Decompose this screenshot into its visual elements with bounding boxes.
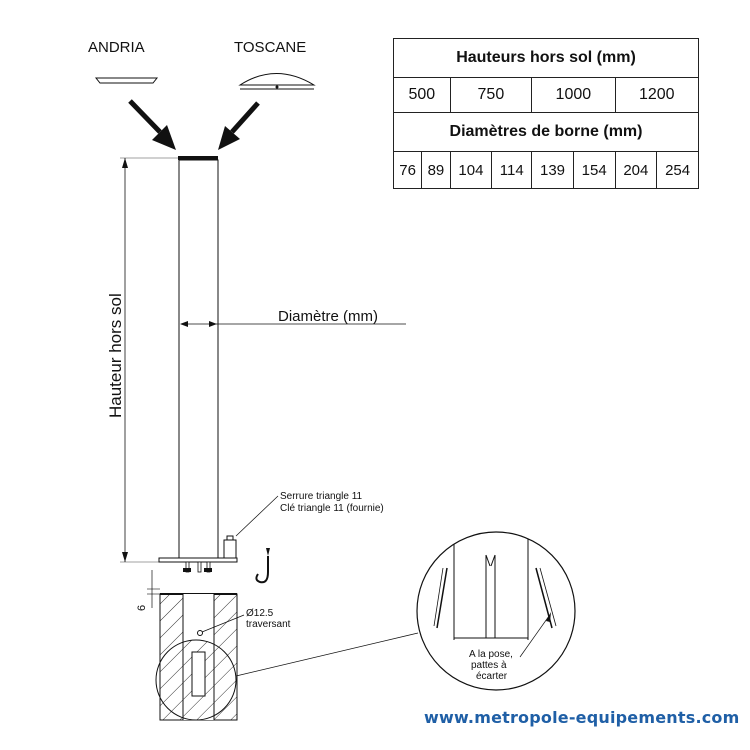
diameter-cell: 104 [449, 151, 493, 189]
traversant-label: traversant [246, 619, 291, 630]
key-hook-icon [255, 548, 270, 584]
diameter-cell: 204 [614, 151, 658, 189]
website-link[interactable]: www.metropole-equipements.com [424, 708, 740, 727]
diameter-cell: 139 [531, 151, 574, 189]
diameter-cell: 154 [572, 151, 616, 189]
diameter-dimension [180, 321, 406, 327]
hauteur-hors-sol-label: Hauteur hors sol [106, 293, 125, 418]
toscane-label: TOSCANE [234, 39, 306, 56]
base-plate [158, 557, 238, 573]
diameter-cell: 89 [421, 151, 451, 189]
height-750: 750 [449, 77, 533, 113]
perforation-label: Ø12.5 [246, 608, 274, 619]
andria-label: ANDRIA [88, 39, 145, 56]
diameter-cell: 76 [392, 151, 423, 189]
height-500: 500 [393, 77, 451, 113]
dimension-6-label: 6 [136, 605, 148, 611]
bollard-body [178, 156, 219, 559]
arrow-andria-icon [128, 99, 176, 150]
diameters-title: Diamètres de borne (mm) [393, 112, 699, 152]
height-1200: 1200 [614, 77, 700, 113]
height-dimension [120, 157, 178, 563]
detail-label-3: écarter [476, 671, 508, 682]
arrow-toscane-icon [218, 101, 260, 150]
heights-title: Hauteurs hors sol (mm) [393, 38, 699, 78]
detail-view [416, 531, 576, 691]
detail-label-2: pattes à [471, 660, 507, 671]
serrure-label: Serrure triangle 11 [280, 491, 363, 502]
diameter-cell: 114 [491, 151, 533, 189]
diameter-cell: 254 [656, 151, 699, 189]
andria-cap-icon [94, 77, 159, 84]
spec-table: Hauteurs hors sol (mm) 500 750 1000 1200… [392, 38, 700, 189]
lock-icon [223, 495, 279, 559]
concrete-foundation [155, 593, 419, 721]
cle-label: Clé triangle 11 (fournie) [280, 503, 384, 514]
diametre-label: Diamètre (mm) [278, 308, 378, 325]
depth-dimension [147, 570, 160, 608]
toscane-cap-icon [238, 73, 316, 90]
height-1000: 1000 [531, 77, 616, 113]
detail-label-1: A la pose, [469, 649, 513, 660]
